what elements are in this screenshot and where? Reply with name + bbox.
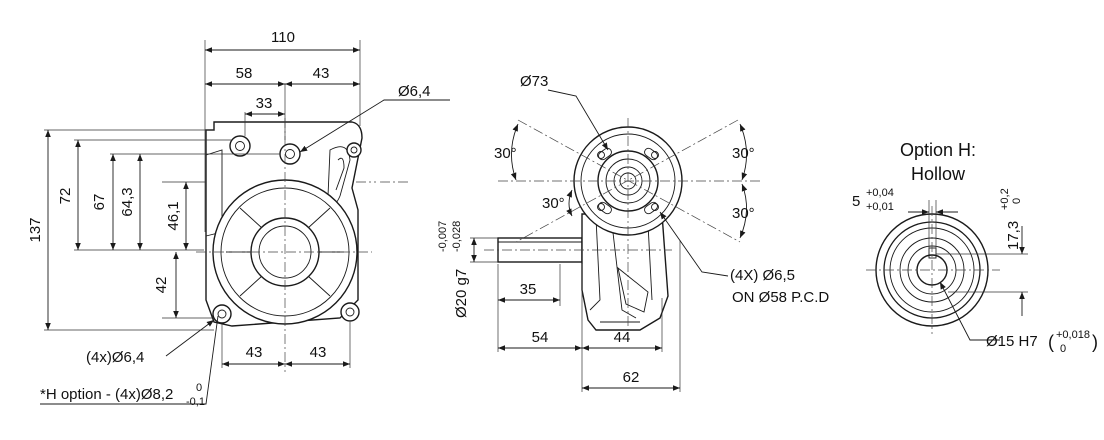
shaft-tol-lower: -0,028 <box>451 221 463 252</box>
key-width-tol-upper: +0,04 <box>866 187 894 199</box>
dim-62: 62 <box>623 369 640 386</box>
holes-label: (4x)Ø6,4 <box>86 349 144 366</box>
dim-35: 35 <box>520 281 537 298</box>
shaft-tol-upper: -0,007 <box>437 221 449 252</box>
bore-dia: Ø15 H7 <box>986 333 1038 350</box>
flange-diameter: Ø73 <box>520 73 548 90</box>
key-depth: 17,3 <box>1005 221 1022 250</box>
dim-72: 72 <box>57 188 74 205</box>
bore-tol-lower: 0 <box>1060 343 1066 355</box>
h-option-tol-upper: 0 <box>196 382 202 394</box>
hole-top-dia: Ø6,4 <box>398 83 431 100</box>
key-width: 5 <box>852 193 860 210</box>
bore-tol-upper: +0,018 <box>1056 329 1090 341</box>
option-h-title: Option H: <box>900 140 976 160</box>
dim-58: 58 <box>236 65 253 82</box>
key-width-tol-lower: +0,01 <box>866 201 894 213</box>
dim-33: 33 <box>256 95 273 112</box>
front-view: 110 58 43 33 Ø6,4 137 72 67 64,3 46,1 42… <box>27 29 450 408</box>
dim-43-bottom-right: 43 <box>310 344 327 361</box>
dim-43-bottom-left: 43 <box>246 344 263 361</box>
key-depth-tol-upper: +0,2 <box>999 188 1011 210</box>
shaft-diameter: Ø20 g7 <box>453 269 470 318</box>
side-holes-line1: (4X) Ø6,5 <box>730 267 795 284</box>
side-holes-line2: ON Ø58 P.C.D <box>732 289 829 306</box>
angle-top-right: 30° <box>732 145 755 162</box>
dim-43-top: 43 <box>313 65 330 82</box>
angle-top-left: 30° <box>494 145 517 162</box>
keyway <box>928 247 937 259</box>
dim-64-3: 64,3 <box>119 187 136 216</box>
dim-110: 110 <box>271 29 295 46</box>
dim-67: 67 <box>91 194 108 211</box>
angle-mid-right: 30° <box>732 205 755 222</box>
key-depth-tol-lower: 0 <box>1011 198 1023 204</box>
dim-54: 54 <box>532 329 549 346</box>
option-h-view: Option H: Hollow 5 +0,04 +0,01 17,3 +0,2… <box>852 140 1098 355</box>
dim-44: 44 <box>614 329 631 346</box>
bore-paren-close: ) <box>1092 332 1098 352</box>
bore-paren-open: ( <box>1048 332 1054 352</box>
angle-mid-left: 30° <box>542 195 565 212</box>
dim-137: 137 <box>27 217 44 242</box>
dim-42: 42 <box>153 277 170 294</box>
h-option-tol-lower: -0,1 <box>186 396 205 408</box>
side-view: Ø73 30° 30° 30° 30° Ø20 g7 -0,007 -0,028… <box>437 73 829 392</box>
dim-46-1: 46,1 <box>165 201 182 230</box>
h-option-label: *H option - (4x)Ø8,2 <box>40 386 173 403</box>
option-h-subtitle: Hollow <box>911 164 966 184</box>
